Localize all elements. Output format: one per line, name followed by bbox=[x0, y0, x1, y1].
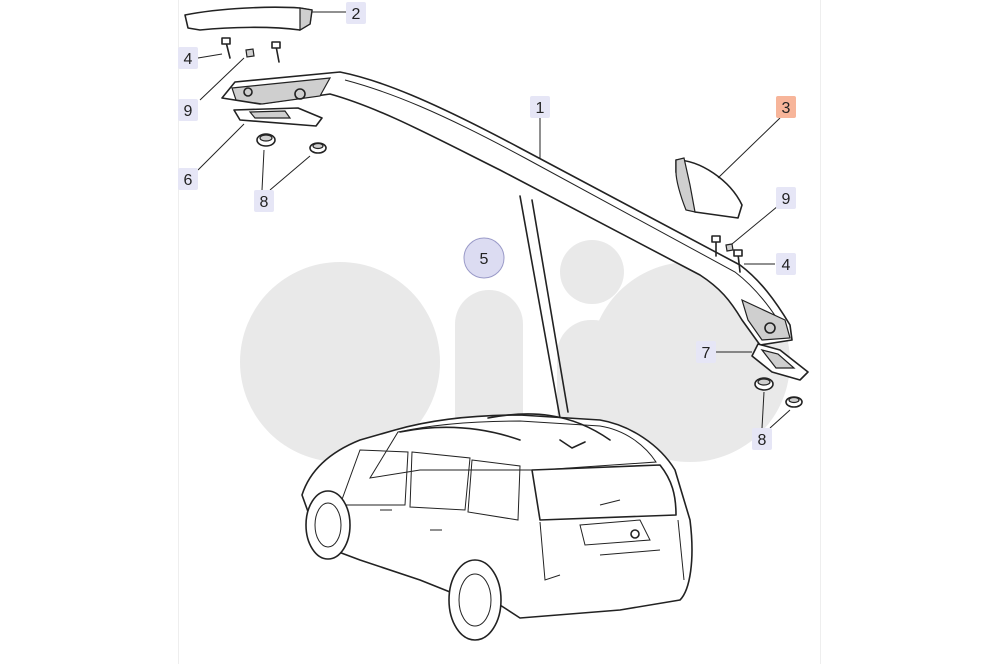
callout-7-text: 7 bbox=[702, 345, 711, 362]
screw-set-rear[interactable] bbox=[711, 235, 743, 273]
leader-lines bbox=[197, 11, 791, 429]
rubber-caps-rear[interactable] bbox=[754, 377, 803, 408]
callout-4-top[interactable]: 4 bbox=[178, 47, 198, 69]
rear-mount-plate[interactable] bbox=[751, 343, 809, 381]
callout-5-text: 5 bbox=[480, 251, 489, 268]
callout-8-rear[interactable]: 8 bbox=[752, 428, 772, 450]
callout-6[interactable]: 6 bbox=[178, 168, 198, 190]
callout-2[interactable]: 2 bbox=[346, 2, 366, 24]
callout-3[interactable]: 3 bbox=[776, 96, 796, 118]
callout-5[interactable]: 5 bbox=[463, 237, 505, 279]
front-end-cover[interactable] bbox=[184, 6, 313, 32]
front-mount-plate[interactable] bbox=[233, 107, 323, 127]
callout-9-top-text: 9 bbox=[184, 103, 193, 120]
car-illustration bbox=[301, 413, 693, 641]
callout-4-rear[interactable]: 4 bbox=[776, 253, 796, 275]
rear-end-cover[interactable] bbox=[675, 157, 743, 219]
watermark-logo bbox=[240, 240, 790, 462]
callout-4-rear-text: 4 bbox=[782, 257, 791, 274]
callout-2-text: 2 bbox=[352, 6, 361, 23]
callout-4-top-text: 4 bbox=[184, 51, 193, 68]
callout-6-text: 6 bbox=[184, 172, 193, 189]
callout-9-rear[interactable]: 9 bbox=[776, 187, 796, 209]
callout-8-rear-text: 8 bbox=[758, 432, 767, 449]
right-border-line bbox=[820, 0, 821, 664]
callout-8-top[interactable]: 8 bbox=[254, 190, 274, 212]
callout-1[interactable]: 1 bbox=[530, 96, 550, 118]
rubber-caps-top[interactable] bbox=[256, 133, 327, 154]
callout-3-text: 3 bbox=[782, 100, 791, 117]
left-border-line bbox=[178, 0, 179, 664]
callout-9-top[interactable]: 9 bbox=[178, 99, 198, 121]
antenna-strip-part[interactable] bbox=[519, 195, 569, 419]
callout-1-text: 1 bbox=[536, 100, 545, 117]
roof-rail-part[interactable] bbox=[221, 71, 793, 346]
callout-8-top-text: 8 bbox=[260, 194, 269, 211]
callout-7[interactable]: 7 bbox=[696, 341, 716, 363]
callout-9-rear-text: 9 bbox=[782, 191, 791, 208]
screw-set-top[interactable] bbox=[221, 37, 281, 63]
